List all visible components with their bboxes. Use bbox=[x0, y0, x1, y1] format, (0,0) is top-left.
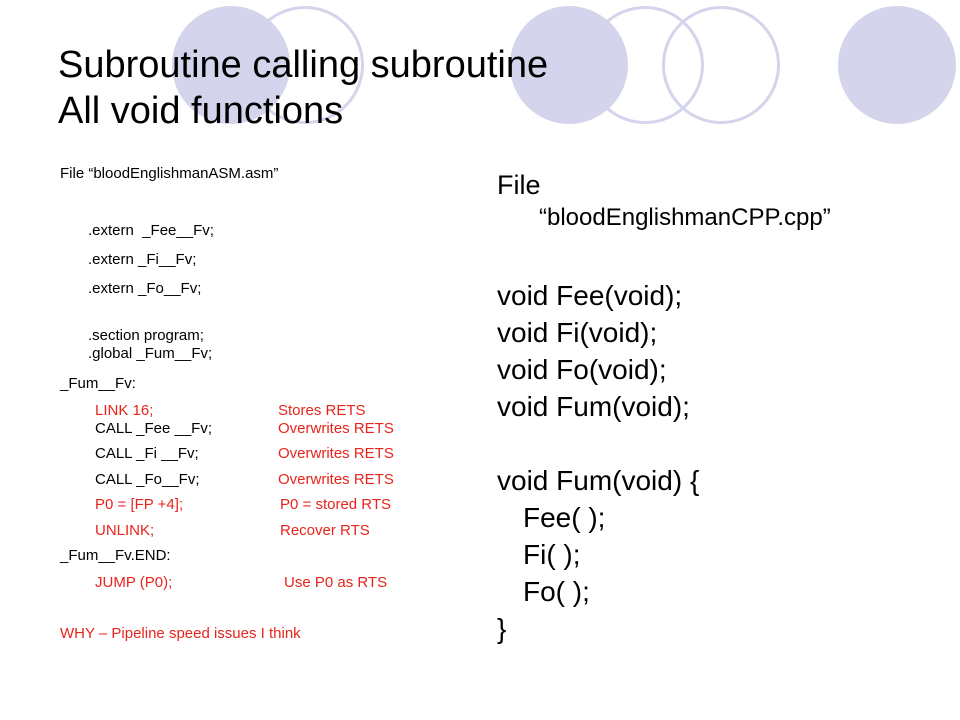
cpp-file-name: “bloodEnglishmanCPP.cpp” bbox=[539, 204, 831, 231]
asm-row-comment: P0 = stored RTS bbox=[280, 496, 392, 513]
cpp-call-fi: Fi( ); bbox=[523, 539, 581, 570]
cpp-call-fee: Fee( ); bbox=[523, 502, 606, 533]
asm-extern-fi: .extern _Fi__Fv; bbox=[88, 251, 197, 268]
asm-row-code: P0 = [FP +4]; bbox=[95, 496, 184, 513]
asm-row-code: CALL _Fo__Fv; bbox=[95, 471, 200, 488]
asm-jump-comment: Use P0 as RTS bbox=[284, 574, 388, 591]
asm-row-code: UNLINK; bbox=[95, 522, 155, 539]
cpp-decl-fum: void Fum(void); bbox=[497, 391, 690, 422]
asm-row-comment: Stores RETS bbox=[278, 402, 366, 419]
asm-section: .section program; bbox=[88, 327, 204, 344]
asm-row-comment: Recover RTS bbox=[280, 522, 370, 539]
asm-why-note: WHY – Pipeline speed issues I think bbox=[60, 625, 301, 642]
asm-jump-code: JUMP (P0); bbox=[95, 574, 173, 591]
asm-row-code: LINK 16; bbox=[95, 402, 154, 419]
asm-fum-label: _Fum__Fv: bbox=[60, 375, 136, 392]
decor-circle-2 bbox=[246, 6, 364, 124]
decor-circle-6 bbox=[838, 6, 956, 124]
decor-circle-5 bbox=[662, 6, 780, 124]
asm-extern-fo: .extern _Fo__Fv; bbox=[88, 280, 202, 297]
asm-row-code: CALL _Fi __Fv; bbox=[95, 445, 199, 462]
cpp-file-word: File bbox=[497, 170, 541, 200]
cpp-call-fo: Fo( ); bbox=[523, 576, 590, 607]
asm-extern-fee: .extern _Fee__Fv; bbox=[88, 222, 214, 239]
cpp-close-brace: } bbox=[497, 613, 507, 644]
asm-row-comment: Overwrites RETS bbox=[278, 420, 394, 437]
asm-end-label: _Fum__Fv.END: bbox=[60, 547, 171, 564]
asm-global: .global _Fum__Fv; bbox=[88, 345, 213, 362]
cpp-decl-fo: void Fo(void); bbox=[497, 354, 667, 385]
title-line-2: All void functions bbox=[58, 90, 344, 132]
slide-title: Subroutine calling subroutine All void f… bbox=[58, 42, 548, 134]
cpp-decl-fee: void Fee(void); bbox=[497, 280, 683, 311]
asm-row-comment: Overwrites RETS bbox=[278, 445, 394, 462]
asm-row-code: CALL _Fee __Fv; bbox=[95, 420, 213, 437]
asm-file-label: File “bloodEnglishmanASM.asm” bbox=[60, 165, 279, 182]
title-line-1: Subroutine calling subroutine bbox=[58, 44, 549, 86]
cpp-decl-fi: void Fi(void); bbox=[497, 317, 658, 348]
asm-row-comment: Overwrites RETS bbox=[278, 471, 394, 488]
cpp-def-fum: void Fum(void) { bbox=[497, 465, 700, 496]
